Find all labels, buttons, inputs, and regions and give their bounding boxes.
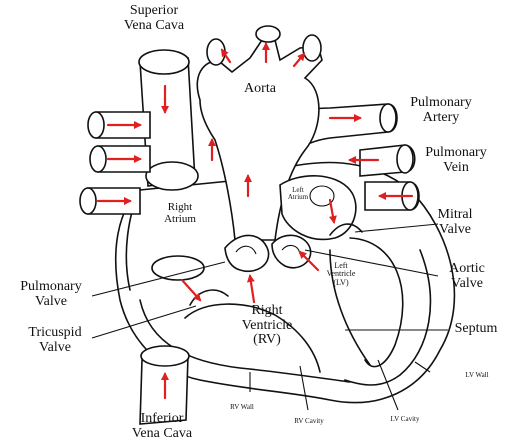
label-rv-cavity: RV Cavity (276, 418, 342, 425)
label-right-atrium: Right Atrium (150, 202, 210, 225)
label-aorta: Aorta (230, 82, 290, 97)
label-left-ventricle: Left Ventricle (LV) (316, 262, 366, 287)
label-pulmonary-vein: Pulmonary Vein (416, 146, 496, 175)
label-lv-wall: LV Wall (450, 372, 504, 379)
pulmonary-vein-upper-end (397, 145, 413, 173)
aorta-branch-right (303, 35, 321, 61)
label-pulmonary-valve: Pulmonary Valve (6, 280, 96, 309)
label-mitral-valve: Mitral Valve (420, 208, 490, 237)
label-right-ventricle: Right Ventricle (RV) (222, 304, 312, 348)
pulmonary-artery-end (380, 104, 396, 132)
label-septum: Septum (446, 322, 506, 337)
label-rv-wall: RV Wall (212, 404, 272, 411)
label-aortic-valve: Aortic Valve (432, 262, 502, 291)
svc-bottom (146, 162, 198, 190)
label-inferior-vena-cava: Inferior Vena Cava (112, 412, 212, 441)
label-tricuspid-valve: Tricuspid Valve (10, 326, 100, 355)
right-atrium-oval (152, 256, 204, 280)
aorta-branch-mid (256, 26, 280, 42)
label-pulmonary-artery: Pulmonary Artery (396, 96, 486, 125)
svc-top (139, 50, 189, 74)
label-left-atrium: Left Atrium (278, 187, 318, 202)
pulmonary-valve-shape (225, 235, 269, 271)
label-lv-cavity: LV Cavity (372, 416, 438, 423)
ivc-top (141, 346, 189, 366)
label-superior-vena-cava: Superior Vena Cava (106, 4, 202, 33)
